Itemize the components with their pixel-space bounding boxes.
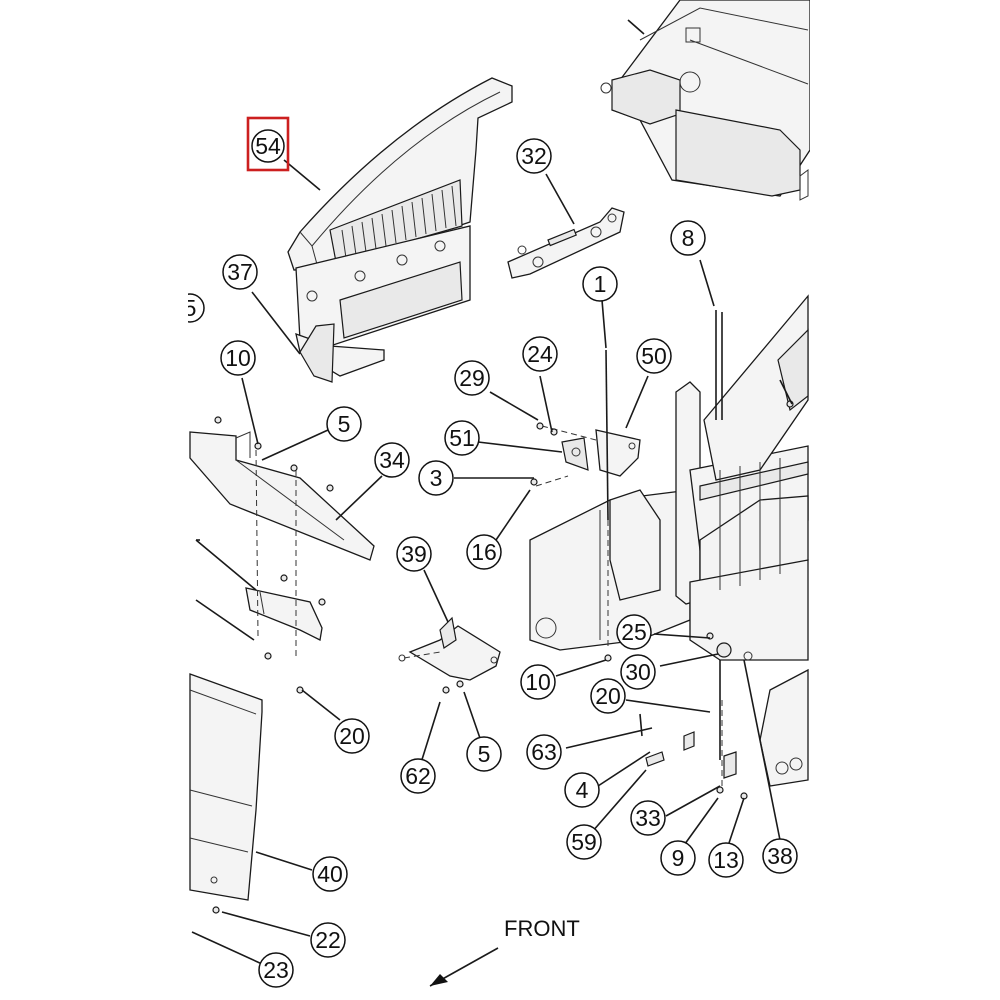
callout-label: 9 [672, 845, 685, 871]
callout-62[interactable]: 62 [400, 758, 436, 794]
leader-lines [191, 19, 793, 987]
callout-23[interactable]: 23 [258, 952, 294, 988]
lower-left-bracket [245, 587, 323, 641]
front-label: FRONT [504, 916, 580, 941]
callout-22[interactable]: 22 [310, 922, 346, 958]
part-39-bracket[interactable] [398, 616, 501, 681]
callout-9[interactable]: 9 [660, 840, 696, 876]
callout-label: 59 [571, 829, 597, 855]
callout-51[interactable]: 51 [444, 420, 480, 456]
callout-label: 51 [449, 425, 475, 451]
callout-label: 20 [595, 683, 621, 709]
front-indicator: FRONT [430, 916, 580, 986]
callout-32[interactable]: 32 [516, 138, 552, 174]
callout-20[interactable]: 20 [590, 678, 626, 714]
callout-label: 20 [339, 723, 365, 749]
callout-label: 33 [635, 805, 661, 831]
callout-label: 4 [576, 777, 589, 803]
top-right-module [600, 0, 811, 201]
part-40-side-panel[interactable] [189, 673, 263, 901]
callout-29[interactable]: 29 [454, 360, 490, 396]
callout-63[interactable]: 63 [526, 734, 562, 770]
callout-5[interactable]: 5 [326, 406, 362, 442]
callout-37[interactable]: 37 [222, 254, 258, 290]
callout-label: 10 [525, 669, 551, 695]
callout-label: 5 [338, 411, 351, 437]
callout-label: 32 [521, 143, 547, 169]
callout-33[interactable]: 33 [630, 800, 666, 836]
callout-label: 25 [621, 619, 647, 645]
callout-label: 5 [478, 741, 491, 767]
callout-label: 50 [641, 343, 667, 369]
callout-label: 22 [315, 927, 341, 953]
callout-50[interactable]: 50 [636, 338, 672, 374]
callout-40[interactable]: 40 [312, 856, 348, 892]
callout-3[interactable]: 3 [418, 460, 454, 496]
callout-label: 63 [531, 739, 557, 765]
callout-8[interactable]: 8 [670, 220, 706, 256]
callout-label: 29 [459, 365, 485, 391]
callout-30[interactable]: 30 [620, 654, 656, 690]
callout-39[interactable]: 39 [396, 536, 432, 572]
right-crop [810, 0, 1000, 1000]
callout-16[interactable]: 16 [466, 534, 502, 570]
front-arrow-icon [430, 974, 448, 986]
callout-4[interactable]: 4 [564, 772, 600, 808]
callout-label: 24 [527, 341, 553, 367]
callout-label: 40 [317, 861, 343, 887]
callout-label: 34 [379, 447, 405, 473]
part-54-cover-panel[interactable] [287, 77, 513, 383]
callout-label: 39 [401, 541, 427, 567]
part-34-rail[interactable] [189, 431, 375, 561]
callout-label: 37 [227, 259, 253, 285]
assembly-guide-lines [255, 425, 723, 790]
callout-label: 38 [767, 843, 793, 869]
callout-label: 30 [625, 659, 651, 685]
left-crop [0, 0, 188, 1000]
callout-1[interactable]: 1 [582, 266, 618, 302]
rod-assembly [605, 310, 737, 779]
callout-59[interactable]: 59 [566, 824, 602, 860]
callout-13[interactable]: 13 [708, 842, 744, 878]
callout-25[interactable]: 25 [616, 614, 652, 650]
callout-38[interactable]: 38 [762, 838, 798, 874]
callout-10[interactable]: 10 [520, 664, 556, 700]
part-32-bracket[interactable] [507, 207, 625, 279]
callout-label: 54 [255, 133, 281, 159]
callout-label: 13 [713, 847, 739, 873]
callout-highlight-box [246, 116, 290, 172]
callout-20[interactable]: 20 [334, 718, 370, 754]
callout-label: 10 [225, 345, 251, 371]
callout-24[interactable]: 24 [522, 336, 558, 372]
callout-label: 1 [594, 271, 607, 297]
callout-label: 3 [430, 465, 443, 491]
part-50-51-bracket[interactable] [561, 429, 641, 477]
callout-54[interactable]: 54 [246, 116, 290, 172]
callout-34[interactable]: 34 [374, 442, 410, 478]
callout-label: 62 [405, 763, 431, 789]
main-frame-assembly [529, 294, 809, 787]
callout-10[interactable]: 10 [220, 340, 256, 376]
callout-label: 23 [263, 957, 289, 983]
callout-label: 8 [682, 225, 695, 251]
callouts: 54 32 37 8 1 24 50 29 [175, 116, 798, 988]
callout-label: 16 [471, 539, 497, 565]
callout-5[interactable]: 5 [466, 736, 502, 772]
